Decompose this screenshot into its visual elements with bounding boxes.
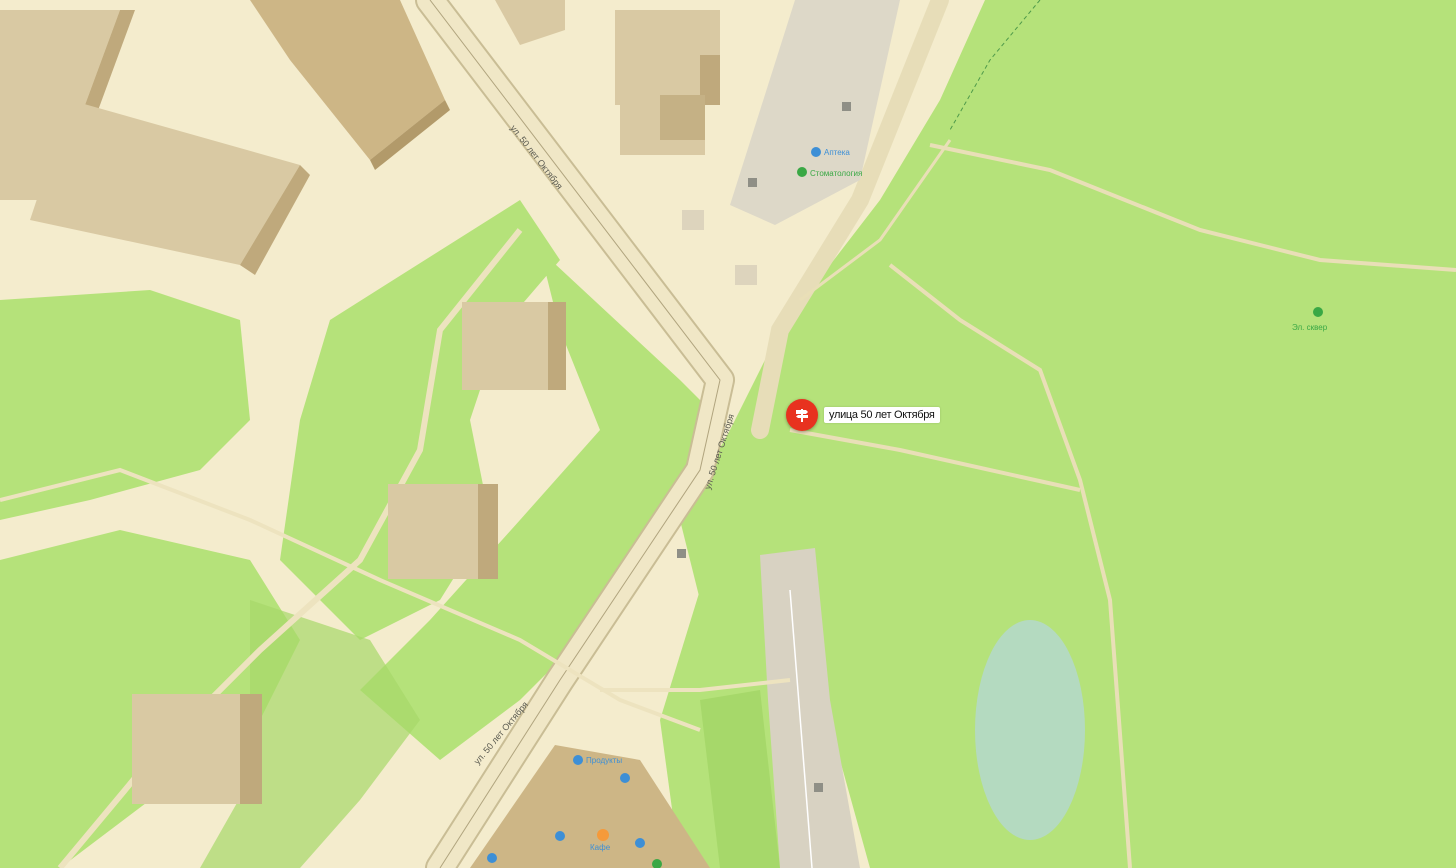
parking-lot [760,548,860,868]
shed-2 [735,265,757,285]
building-nw-2-shade [240,165,310,275]
poi-dentistry-icon[interactable] [797,167,807,177]
district-boundary [949,0,1041,131]
building-n-1-shade [370,100,450,170]
building-ne-long [730,0,900,225]
poi-cafe-icon[interactable] [597,829,609,841]
poi-groceries-label: Продукты [586,756,622,765]
building-shopping [470,745,710,868]
house-number-marker [677,549,686,558]
selected-place-marker[interactable]: улица 50 лет Октября [786,399,940,431]
park-path-4 [799,139,952,302]
building-nw-2 [30,100,300,265]
park-path-3 [789,428,1081,492]
yard-path-2 [0,467,701,732]
building-c-1-shade [548,302,566,390]
poi-shop-icon[interactable] [620,773,630,783]
shed-1 [682,210,704,230]
street-signpost-icon[interactable] [786,399,818,431]
park-area-east [680,0,1456,868]
building-nw-1 [0,10,120,200]
poi-bank-icon[interactable] [635,838,645,848]
building-n-2 [495,0,565,45]
yard-path-3 [600,678,791,692]
poi-dentistry-label: Стоматология [810,169,862,178]
house-number-marker [748,178,757,187]
building-nc-1-shade [700,55,720,105]
poi-pharmacy-south-icon[interactable] [652,859,662,868]
poi-pharmacy-label: Аптека [824,148,850,157]
park-path-1 [929,143,1456,272]
building-sw-1 [132,694,260,804]
building-nc-2-shade [660,95,705,140]
house-number-marker [814,783,823,792]
house-number-marker [842,102,851,111]
building-sw-1-shade [240,694,262,804]
building-c-1 [462,302,564,390]
building-n-1 [250,0,445,160]
poi-service-icon[interactable] [487,853,497,863]
lawn-strip-lower [700,690,780,868]
poi-store-icon[interactable] [555,831,565,841]
poi-square-label: Эл. сквер [1292,323,1328,332]
poi-cafe-label: Кафе [590,843,611,852]
poi-square-icon[interactable] [1313,307,1323,317]
poi-pharmacy-icon[interactable] [811,147,821,157]
green-strip-middle [360,250,720,760]
poi-groceries-icon[interactable] [573,755,583,765]
park-path-2 [888,263,1132,868]
yard-lawn-west [0,290,250,520]
pond [975,620,1085,840]
building-c-2-shade [478,484,498,579]
parking-center-line [789,589,813,868]
northeast-road [751,0,949,439]
selected-place-label[interactable]: улица 50 лет Октября [824,407,940,423]
main-road-centerline [429,0,721,868]
